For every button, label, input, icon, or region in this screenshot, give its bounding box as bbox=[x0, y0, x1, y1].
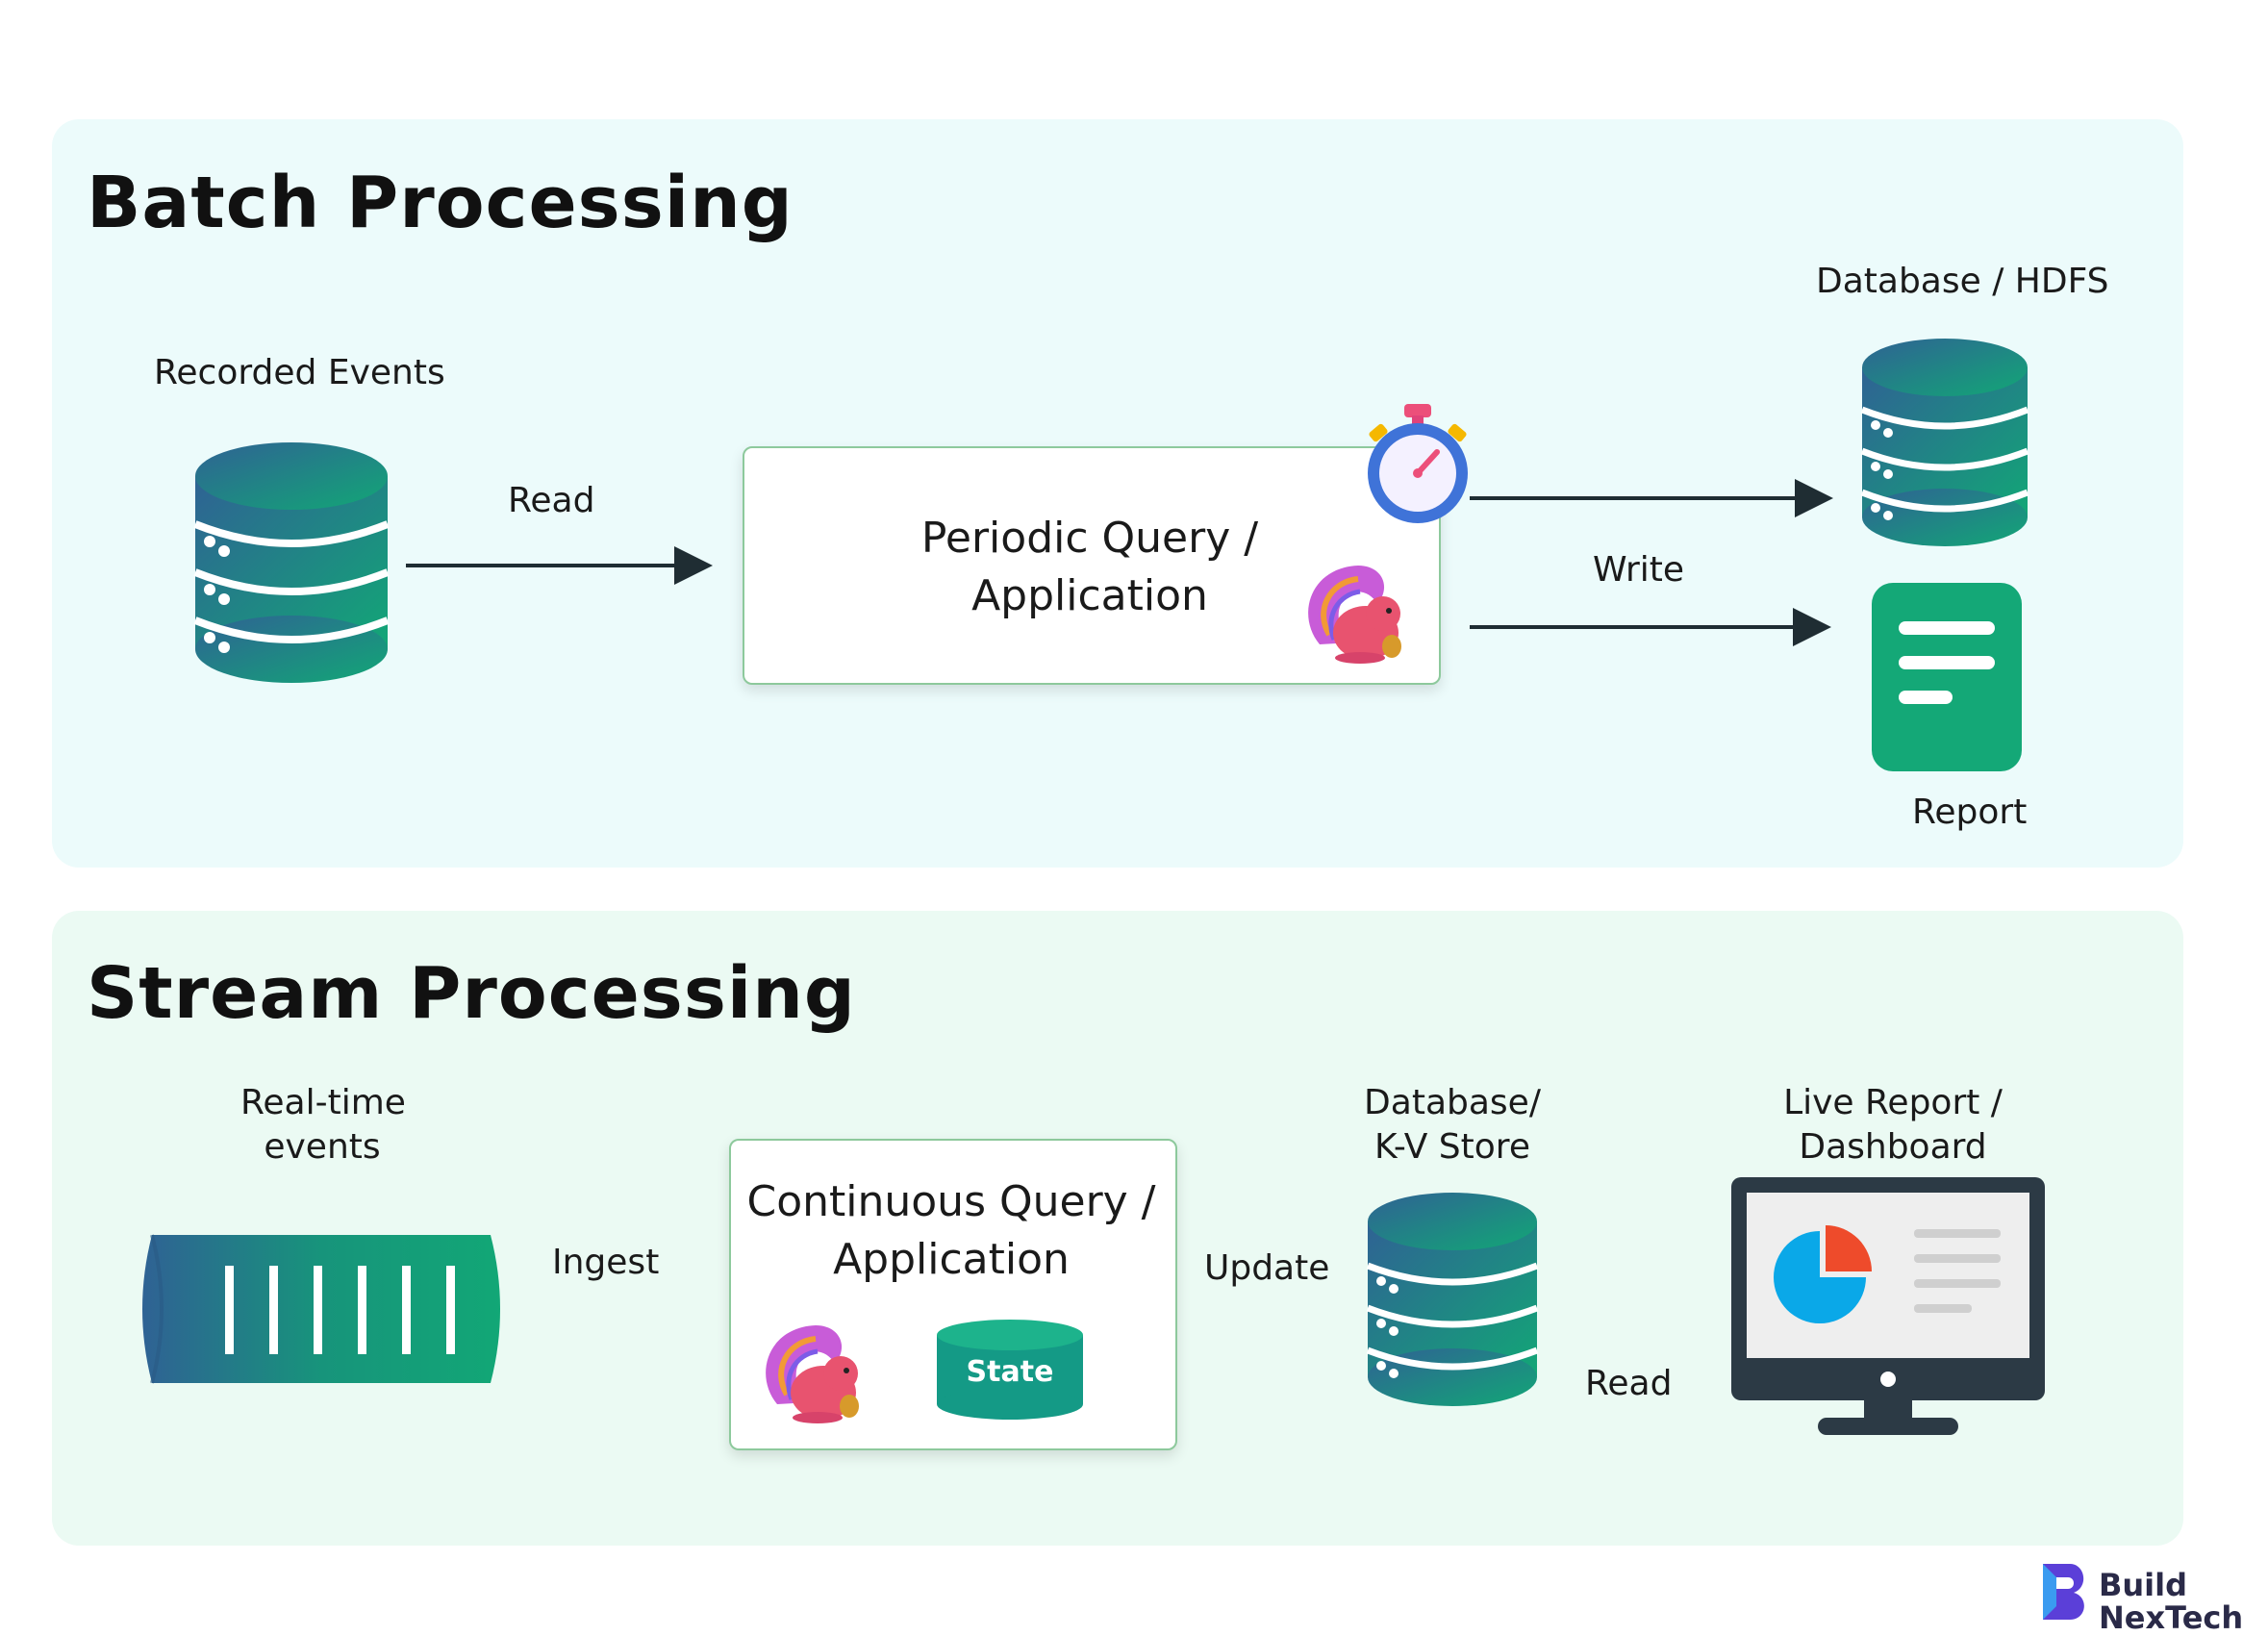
continuous-query-line1: Continuous Query / bbox=[746, 1177, 1156, 1226]
stream-title: Stream Processing bbox=[87, 952, 856, 1035]
periodic-query-line1: Periodic Query / bbox=[920, 514, 1259, 563]
realtime-events-line1: Real-time bbox=[240, 1083, 406, 1122]
database-hdfs-label: Database / HDFS bbox=[1816, 262, 2109, 301]
event-stream-icon bbox=[142, 1234, 500, 1384]
brand-line2: NexTech bbox=[2099, 1599, 2244, 1636]
report-label: Report bbox=[1912, 793, 2028, 832]
brand-logo-icon bbox=[2043, 1564, 2084, 1620]
continuous-query-line2: Application bbox=[833, 1235, 1070, 1284]
recorded-events-label: Recorded Events bbox=[154, 353, 445, 392]
flink-squirrel-icon bbox=[1308, 566, 1401, 664]
periodic-query-box bbox=[743, 446, 1441, 685]
brand-line1: Build bbox=[2099, 1567, 2188, 1603]
batch-title: Batch Processing bbox=[87, 162, 794, 244]
state-cylinder-icon bbox=[937, 1320, 1083, 1420]
kv-store-line1: Database/ bbox=[1364, 1083, 1541, 1122]
write-label: Write bbox=[1593, 550, 1685, 590]
ingest-label: Ingest bbox=[552, 1243, 660, 1282]
periodic-query-line2: Application bbox=[971, 571, 1208, 620]
update-label: Update bbox=[1204, 1248, 1330, 1288]
flink-squirrel-icon bbox=[766, 1325, 859, 1423]
report-document-icon bbox=[1872, 583, 2022, 771]
read-label: Read bbox=[1585, 1364, 1673, 1403]
stopwatch-icon bbox=[1368, 404, 1468, 523]
database-icon bbox=[1366, 1193, 1539, 1406]
state-label: State bbox=[966, 1355, 1054, 1389]
database-icon bbox=[1860, 339, 2029, 546]
live-report-line2: Dashboard bbox=[1799, 1127, 1987, 1167]
read-label: Read bbox=[508, 481, 595, 520]
pie-chart-icon bbox=[1774, 1225, 1872, 1323]
realtime-events-line2: events bbox=[264, 1127, 381, 1167]
database-icon bbox=[193, 442, 390, 683]
live-report-line1: Live Report / bbox=[1783, 1083, 2003, 1122]
kv-store-line2: K-V Store bbox=[1374, 1127, 1530, 1167]
